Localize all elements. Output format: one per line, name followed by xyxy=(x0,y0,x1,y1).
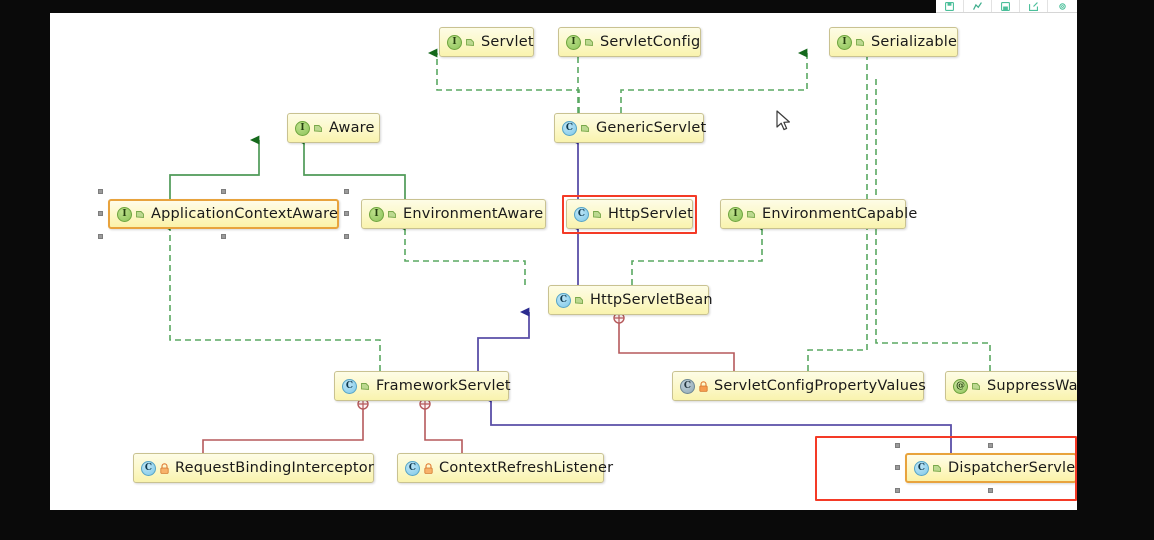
open-external-icon[interactable] xyxy=(1020,0,1048,12)
node-dispatcherservlet[interactable]: C DispatcherServlet xyxy=(905,453,1077,483)
export-to-file-icon[interactable] xyxy=(936,0,964,12)
node-contextrefreshlistener[interactable]: C ContextRefreshListener xyxy=(397,453,613,483)
interface-icon: I xyxy=(566,34,581,50)
resize-handle-w[interactable] xyxy=(98,211,103,216)
public-visibility-icon xyxy=(388,210,396,218)
node-label: DispatcherServlet xyxy=(948,460,1077,476)
node-environmentcapable[interactable]: I EnvironmentCapable xyxy=(720,199,917,229)
node-label: RequestBindingInterceptor xyxy=(175,460,375,476)
node-suppresswarnings[interactable]: @ SuppressWarnings xyxy=(945,371,1077,401)
node-applicationcontextaware[interactable]: I ApplicationContextAware xyxy=(108,199,339,229)
resize-handle-ne[interactable] xyxy=(344,189,349,194)
resize-handle-s[interactable] xyxy=(221,234,226,239)
uml-diagram-canvas[interactable]: I Servlet I ServletConfig I Serializable… xyxy=(50,13,1077,510)
highlight-rect-httpservlet xyxy=(562,195,697,234)
edge-appcontextaware-to-aware xyxy=(169,135,260,199)
interface-icon: I xyxy=(295,120,310,136)
edge-frameworkservlet-to-httpservletbean xyxy=(477,307,530,371)
resize-handle-se[interactable] xyxy=(344,234,349,239)
interface-icon: I xyxy=(837,34,852,50)
resize-handle-sw[interactable] xyxy=(98,234,103,239)
node-label: FrameworkServlet xyxy=(376,378,511,394)
edge-httpservletbean-to-servletconfigpropertyvalues xyxy=(613,312,735,371)
node-label: Servlet xyxy=(481,34,534,50)
private-lock-icon xyxy=(160,462,169,474)
node-servletconfigpropertyvalues[interactable]: C ServletConfigPropertyValues xyxy=(672,371,926,401)
node-label: Aware xyxy=(329,120,375,136)
class-icon: C xyxy=(556,292,571,308)
public-visibility-icon xyxy=(314,124,322,132)
edge-frameworkservlet-to-appcontextaware xyxy=(160,221,381,371)
node-requestbindinginterceptor[interactable]: C RequestBindingInterceptor xyxy=(133,453,374,483)
interface-icon: I xyxy=(117,206,132,222)
node-frameworkservlet[interactable]: C FrameworkServlet xyxy=(334,371,511,401)
edge-frameworkservlet-to-contextrefreshlistener xyxy=(419,398,463,453)
resize-handle-e[interactable] xyxy=(344,211,349,216)
class-icon: C xyxy=(141,460,156,476)
node-label: ServletConfig xyxy=(600,34,701,50)
public-visibility-icon xyxy=(972,382,980,390)
annotation-icon: @ xyxy=(953,378,968,394)
interface-icon: I xyxy=(447,34,462,50)
node-servletconfig[interactable]: I ServletConfig xyxy=(558,27,701,57)
private-lock-icon xyxy=(699,380,708,392)
edge-genericservlet-to-servlet xyxy=(427,48,580,113)
edge-frameworkservlet-to-requestbindinginterceptor xyxy=(202,398,369,453)
settings-gear-icon[interactable] xyxy=(1048,0,1076,12)
node-label: EnvironmentCapable xyxy=(762,206,918,222)
node-label: HttpServletBean xyxy=(590,292,713,308)
public-visibility-icon xyxy=(466,38,474,46)
node-aware[interactable]: I Aware xyxy=(287,113,380,143)
public-visibility-icon xyxy=(933,464,941,472)
interface-icon: I xyxy=(728,206,743,222)
private-lock-icon xyxy=(424,462,433,474)
node-label: ApplicationContextAware xyxy=(151,206,339,222)
class-icon: C xyxy=(680,378,695,394)
resize-handle-n[interactable] xyxy=(221,189,226,194)
class-icon: C xyxy=(342,378,357,394)
node-label: ServletConfigPropertyValues xyxy=(714,378,926,394)
highlight-rect-dispatcherservlet xyxy=(815,436,1077,501)
public-visibility-icon xyxy=(136,210,144,218)
node-label: EnvironmentAware xyxy=(403,206,544,222)
diagram-toolbar xyxy=(936,0,1077,13)
class-icon: C xyxy=(914,460,929,476)
node-httpservlet[interactable]: C HttpServlet xyxy=(566,199,693,229)
node-label: HttpServlet xyxy=(608,206,693,222)
node-environmentaware[interactable]: I EnvironmentAware xyxy=(361,199,546,229)
class-icon: C xyxy=(574,206,589,222)
public-visibility-icon xyxy=(856,38,864,46)
interface-icon: I xyxy=(369,206,384,222)
save-diagram-icon[interactable] xyxy=(992,0,1020,12)
resize-handle-nw[interactable] xyxy=(98,189,103,194)
public-visibility-icon xyxy=(581,124,589,132)
class-icon: C xyxy=(405,460,420,476)
edge-httpservletbean-to-environmentaware xyxy=(395,221,526,285)
class-icon: C xyxy=(562,120,577,136)
public-visibility-icon xyxy=(361,382,369,390)
edge-genericservlet-to-serializable xyxy=(620,48,808,113)
node-servlet[interactable]: I Servlet xyxy=(439,27,534,57)
public-visibility-icon xyxy=(585,38,593,46)
public-visibility-icon xyxy=(593,210,601,218)
node-label: SuppressWarnings xyxy=(987,378,1077,394)
node-genericservlet[interactable]: C GenericServlet xyxy=(554,113,707,143)
public-visibility-icon xyxy=(575,296,583,304)
layout-graph-icon[interactable] xyxy=(964,0,992,12)
edge-httpservletbean-to-environmentcapable xyxy=(631,221,763,285)
public-visibility-icon xyxy=(747,210,755,218)
node-label: GenericServlet xyxy=(596,120,707,136)
node-serializable[interactable]: I Serializable xyxy=(829,27,958,57)
node-httpservletbean[interactable]: C HttpServletBean xyxy=(548,285,713,315)
node-label: Serializable xyxy=(871,34,958,50)
node-label: ContextRefreshListener xyxy=(439,460,614,476)
edge-environmentaware-to-aware xyxy=(294,135,406,199)
